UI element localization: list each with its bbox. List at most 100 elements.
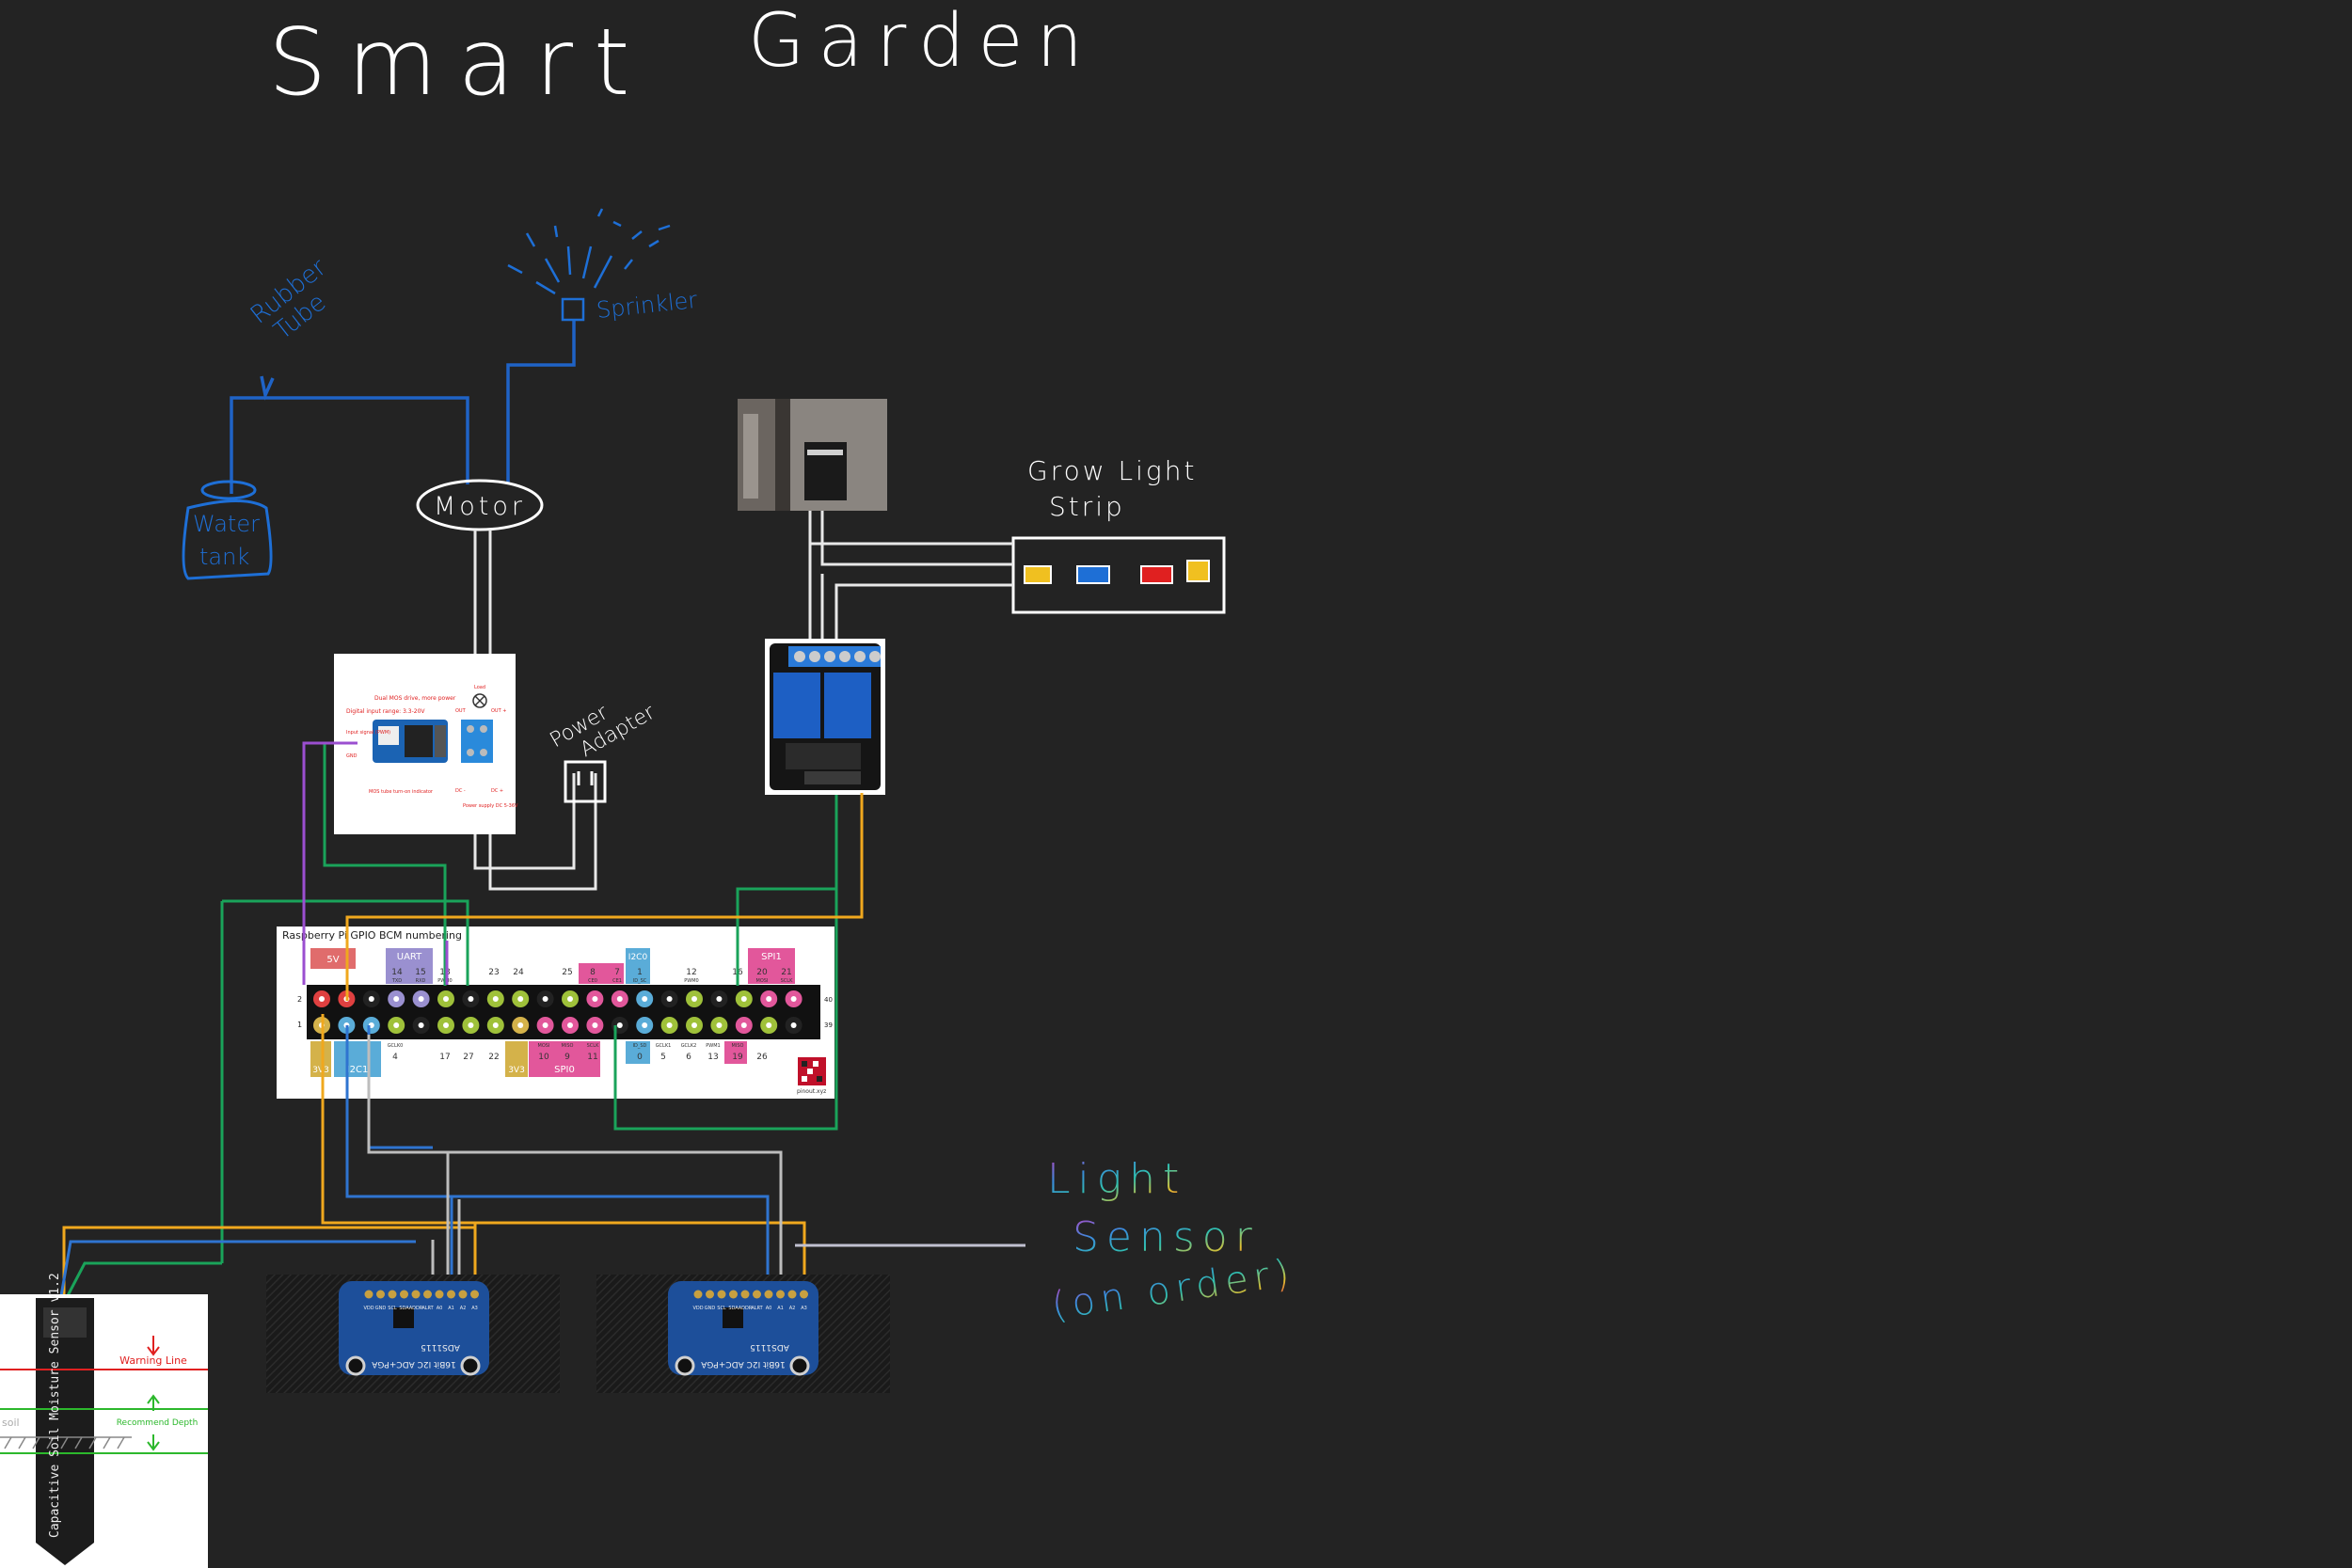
gpio-top-number: 23 xyxy=(488,968,499,977)
power-plug-icon xyxy=(564,760,607,803)
ads-pin xyxy=(706,1290,714,1299)
gpio-bottom-number: 4 xyxy=(392,1053,398,1062)
gpio-bottom-sub: GCLK1 xyxy=(656,1043,672,1049)
sprinkler-label: Sprinkler xyxy=(596,287,699,324)
gpio-pin-hole xyxy=(766,996,772,1002)
light-wires xyxy=(808,511,1013,647)
ads-pin-label: SCL xyxy=(717,1306,726,1311)
grow-light-label-1: Grow Light xyxy=(1027,455,1197,486)
ads-pin xyxy=(764,1290,773,1299)
ads-pin xyxy=(447,1290,455,1299)
gpio-bottom-number: 6 xyxy=(686,1053,691,1062)
ads-pin-label: VDD xyxy=(363,1306,373,1311)
wire-green xyxy=(62,743,838,1304)
ads-pin-label: A0 xyxy=(437,1306,443,1311)
gpio-pin-hole xyxy=(418,996,424,1002)
gpio-top-sub: PWM0 xyxy=(684,978,698,984)
gpio-bottom-sub: MISO xyxy=(732,1043,744,1049)
ads-pin xyxy=(364,1290,373,1299)
ads-pin-label: SDA xyxy=(728,1306,739,1311)
gpio-top-number: 25 xyxy=(562,968,572,977)
ads-pin-label: A2 xyxy=(460,1306,467,1311)
ads-pin xyxy=(458,1290,468,1299)
gpio-top-number: 1 xyxy=(637,968,643,977)
mosfet-text-7: OUT + xyxy=(491,708,506,714)
gpio-bottom-sub: SCLK xyxy=(587,1043,599,1049)
pinout-brand: pinout.xyz xyxy=(797,1088,826,1095)
power-supply-photo xyxy=(738,399,887,511)
ads-pin-label: A1 xyxy=(448,1306,454,1311)
motor xyxy=(416,479,544,531)
ads-pin xyxy=(388,1290,397,1299)
gpio-pin-hole xyxy=(716,996,723,1002)
ads-pin xyxy=(693,1290,703,1299)
sprinkler-icon xyxy=(507,208,671,322)
ads-pin-label: A3 xyxy=(471,1306,478,1311)
gpio-group-3v3-b: 3V3 xyxy=(508,1066,525,1075)
mosfet-text-1: Dual MOS drive, more power xyxy=(374,695,456,702)
water-tank-label-1: Water xyxy=(193,511,260,537)
ads1115-2-text: 16Bit I2C ADC+PGA xyxy=(700,1359,785,1369)
ads-pin xyxy=(800,1290,808,1299)
gpio-bottom-number: 13 xyxy=(707,1053,718,1062)
gpio-pin-hole xyxy=(542,1022,548,1028)
ads1115-1-text: 16Bit I2C ADC+PGA xyxy=(371,1359,455,1369)
gpio-pin-hole xyxy=(666,1022,673,1028)
gpio-pin-hole xyxy=(616,996,623,1002)
gpio-bottom-number: 27 xyxy=(463,1053,473,1062)
water-tank-drawing xyxy=(182,480,273,580)
mosfet-board: Dual MOS drive, more power Digital input… xyxy=(334,654,518,834)
gpio-bottom-sub: GCLK2 xyxy=(681,1043,697,1049)
ads1115-2-chip: ADS1115 xyxy=(750,1342,789,1352)
gpio-bottom-sub: MISO xyxy=(562,1043,574,1049)
gpio-bottom-sub: MOSI xyxy=(538,1043,550,1049)
gpio-bottom-number: 9 xyxy=(564,1053,570,1062)
mosfet-text-11: Load xyxy=(474,685,485,690)
gpio-row-1: 1 xyxy=(297,1021,302,1029)
ads-pin xyxy=(400,1290,408,1299)
rubber-tube xyxy=(230,320,576,494)
mosfet-text-6: OUT xyxy=(455,708,467,714)
gpio-group-i2c1: I2C1 xyxy=(347,1065,369,1075)
gpio-pin-hole xyxy=(766,1022,772,1028)
ads-pin-label: GND xyxy=(705,1306,716,1311)
gpio-top-sub: CE1 xyxy=(612,978,622,984)
gpio-pin-hole xyxy=(567,996,573,1002)
gpio-top-number: 8 xyxy=(590,968,596,977)
ads-pin xyxy=(435,1290,444,1299)
ads-pin-label: ADDR xyxy=(739,1306,753,1311)
gpio-pin-hole xyxy=(592,1022,598,1028)
gpio-pin-hole xyxy=(492,1022,499,1028)
ads-pin-label: ADDR xyxy=(409,1306,423,1311)
gpio-pin-hole xyxy=(393,996,400,1002)
ads-pin xyxy=(411,1290,421,1299)
gpio-bottom-number: 5 xyxy=(660,1053,666,1062)
ads-pin-label: SCL xyxy=(388,1306,397,1311)
ads-pin xyxy=(740,1290,750,1299)
wire-orange xyxy=(62,793,864,1309)
gpio-pin-hole xyxy=(642,996,648,1002)
relay-module xyxy=(765,639,885,795)
gpio-header: Raspberry Pi GPIO BCM numbering xyxy=(282,929,462,942)
gpio-group-5v: 5V xyxy=(326,955,339,965)
light-sensor-label-1: Light xyxy=(1047,1155,1186,1203)
gpio-row-2: 2 xyxy=(297,995,302,1004)
ads-pin xyxy=(753,1290,761,1299)
ads-pin xyxy=(470,1290,479,1299)
mosfet-text-2: Digital input range: 3.3-20V xyxy=(346,708,425,715)
gpio-pin-hole xyxy=(492,996,499,1002)
ads-pin-label: GND xyxy=(375,1306,387,1311)
ads-pin-label: A3 xyxy=(801,1306,807,1311)
gpio-row-40: 40 xyxy=(824,996,833,1004)
grow-light-label-2: Strip xyxy=(1049,491,1125,522)
gpio-bottom-sub: GCLK0 xyxy=(388,1043,404,1049)
gpio-top-number: 21 xyxy=(781,968,791,977)
gpio-pin-hole xyxy=(790,1022,797,1028)
mosfet-text-10: Power supply DC 5-36V xyxy=(463,803,518,809)
title-garden: Garden xyxy=(748,0,1096,84)
gpio-group-i2c0: I2C0 xyxy=(628,953,648,962)
light-sensor-label-3: (on order) xyxy=(1049,1251,1297,1328)
